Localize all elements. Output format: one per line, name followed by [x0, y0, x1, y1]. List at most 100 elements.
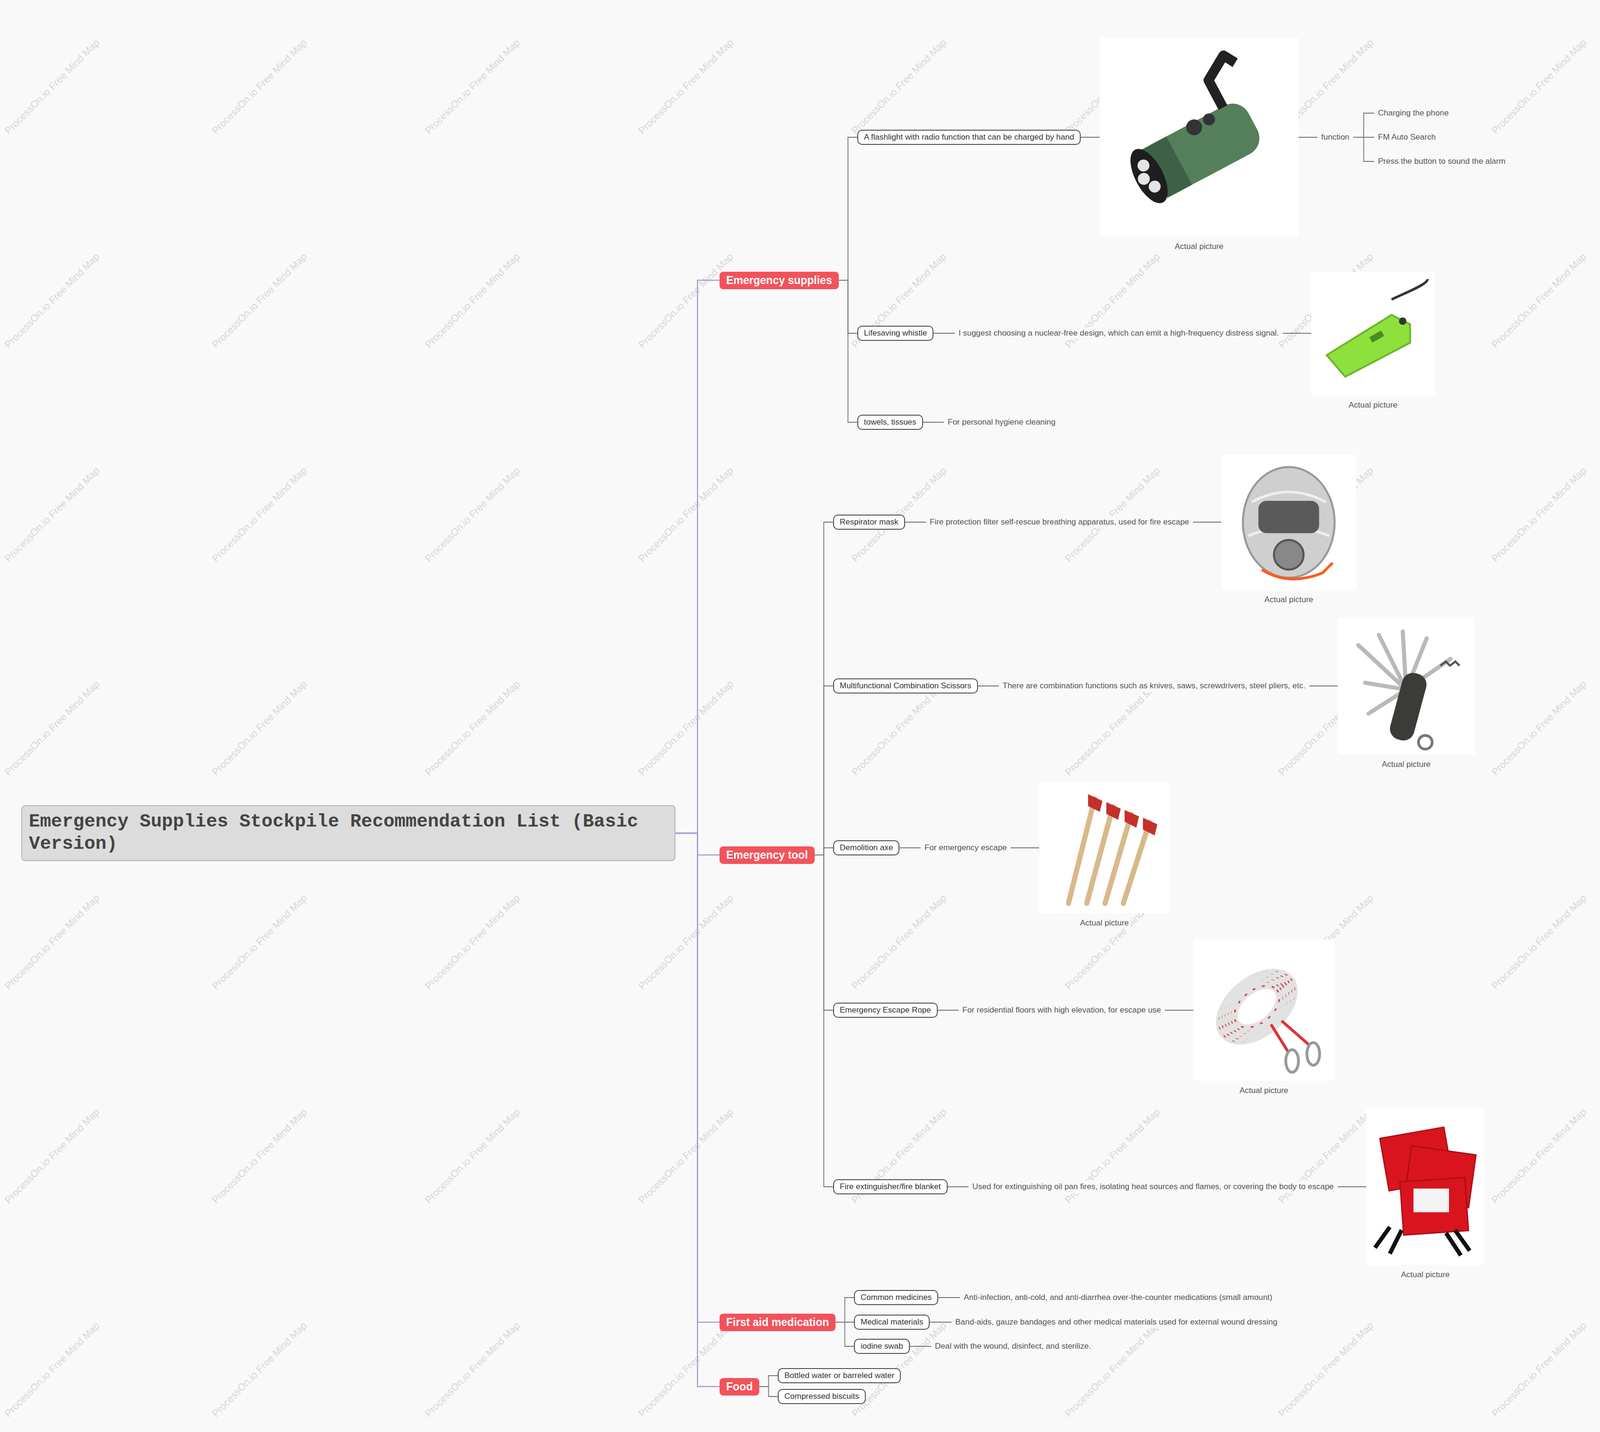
description-label: Charging the phone [1377, 107, 1449, 119]
image-node: Actual picture [1039, 782, 1170, 929]
connector [1080, 136, 1100, 138]
root-title: Emergency Supplies Stockpile Recommendat… [28, 810, 668, 856]
connector [814, 685, 834, 855]
fire-blanket-drawing [1375, 1127, 1476, 1256]
description-text: Used for extinguishing oil pan fires, is… [968, 1180, 1338, 1193]
connector [759, 1386, 778, 1397]
connector [905, 521, 926, 523]
subtopic-label: Multifunctional Combination Scissors [839, 680, 972, 692]
subtopic-label: towels, tissues [863, 417, 917, 428]
watermark: ProcessOn.io Free Mind Map [1062, 464, 1163, 565]
watermark: ProcessOn.io Free Mind Map [2, 36, 102, 137]
description-text: Charging the phone [1374, 106, 1453, 120]
connector [838, 137, 858, 281]
branch-label: First aid medication [726, 1315, 829, 1330]
connector [937, 1009, 959, 1011]
product-picture [1193, 939, 1335, 1081]
description-label: Fire protection filter self-rescue breat… [929, 516, 1190, 528]
description-text: For emergency escape [920, 841, 1011, 854]
product-picture [1039, 782, 1170, 914]
subtopic-box: Bottled water or barreled water [777, 1368, 901, 1384]
subtopic-box: Lifesaving whistle [857, 325, 934, 341]
watermark: ProcessOn.io Free Mind Map [636, 36, 736, 137]
watermark: ProcessOn.io Free Mind Map [209, 464, 310, 565]
watermark: ProcessOn.io Free Mind Map [422, 464, 523, 565]
description-text: For residential floors with high elevati… [958, 1004, 1165, 1017]
image-node: Actual picture [1311, 271, 1435, 411]
watermark: ProcessOn.io Free Mind Map [2, 1106, 102, 1206]
connector [835, 1322, 854, 1347]
watermark: ProcessOn.io Free Mind Map [1489, 250, 1589, 351]
subtopic-box: Multifunctional Combination Scissors [833, 678, 978, 694]
watermark: ProcessOn.io Free Mind Map [636, 892, 736, 992]
product-picture [1337, 617, 1475, 755]
description-label: Used for extinguishing oil pan fires, is… [972, 1181, 1334, 1192]
watermark: ProcessOn.io Free Mind Map [636, 250, 736, 351]
image-caption: Actual picture [1262, 594, 1316, 605]
connector [909, 1345, 932, 1347]
description-text: Band-aids, gauze bandages and other medi… [951, 1315, 1281, 1329]
connector [675, 280, 720, 834]
connector [1282, 332, 1312, 334]
description-label: Deal with the wound, disinfect, and ster… [934, 1341, 1092, 1352]
subtopic-box: towels, tissues [857, 414, 924, 430]
image-node: Actual picture [1221, 454, 1357, 605]
watermark: ProcessOn.io Free Mind Map [1489, 1319, 1589, 1420]
product-picture [1099, 37, 1299, 237]
subtopic-box: Fire extinguisher/fire blanket [833, 1179, 948, 1195]
connector [1010, 847, 1040, 849]
image-node: Actual picture [1193, 939, 1335, 1096]
description-label: FM Auto Search [1377, 132, 1436, 143]
watermark: ProcessOn.io Free Mind Map [209, 892, 310, 992]
image-node: Actual picture [1366, 1108, 1485, 1280]
connector [835, 1297, 854, 1323]
watermark: ProcessOn.io Free Mind Map [209, 250, 310, 351]
subtopic-box: A flashlight with radio function that ca… [857, 129, 1081, 145]
flashlight-drawing [1102, 52, 1278, 209]
connector [838, 280, 858, 423]
connector [933, 332, 955, 334]
description-text: Fire protection filter self-rescue breat… [925, 515, 1193, 529]
description-text: FM Auto Search [1374, 131, 1440, 144]
rope-drawing [1206, 958, 1320, 1073]
description-label: Band-aids, gauze bandages and other medi… [955, 1316, 1278, 1328]
watermark: ProcessOn.io Free Mind Map [209, 1319, 310, 1420]
watermark: ProcessOn.io Free Mind Map [422, 36, 523, 137]
image-caption: Actual picture [1399, 1269, 1452, 1280]
watermark: ProcessOn.io Free Mind Map [849, 36, 949, 137]
watermark: ProcessOn.io Free Mind Map [2, 678, 102, 778]
subtopic-label: Common medicines [860, 1292, 932, 1303]
description-text: I suggest choosing a nuclear-free design… [954, 327, 1283, 340]
watermark: ProcessOn.io Free Mind Map [1489, 464, 1589, 565]
subtopic-box: Emergency Escape Rope [833, 1002, 938, 1018]
description-label: I suggest choosing a nuclear-free design… [958, 328, 1280, 339]
connector [759, 1375, 778, 1387]
description-text: Anti-infection, anti-cold, and anti-diar… [960, 1291, 1277, 1304]
subtopic-box: Demolition axe [833, 840, 900, 856]
product-picture [1311, 271, 1435, 396]
branch-label: Food [726, 1379, 753, 1394]
subtopic-label: Medical materials [860, 1316, 924, 1328]
connector [1353, 137, 1375, 162]
watermark: ProcessOn.io Free Mind Map [636, 1106, 736, 1206]
product-picture [1366, 1108, 1485, 1265]
root-topic: Emergency Supplies Stockpile Recommendat… [21, 805, 676, 862]
subtopic-label: Fire extinguisher/fire blanket [839, 1181, 942, 1192]
subtopic-box: Medical materials [853, 1314, 930, 1330]
connector [899, 847, 921, 849]
watermark: ProcessOn.io Free Mind Map [1276, 1319, 1376, 1420]
branch-topic: First aid medication [719, 1313, 836, 1332]
description-label: For emergency escape [924, 842, 1007, 854]
watermark: ProcessOn.io Free Mind Map [1062, 1319, 1163, 1420]
description-label: For personal hygiene cleaning [947, 417, 1056, 428]
connector [947, 1186, 969, 1188]
watermark: ProcessOn.io Free Mind Map [209, 678, 310, 778]
subtopic-box: iodine swab [853, 1338, 910, 1354]
image-caption: Actual picture [1379, 759, 1433, 770]
multitool-drawing [1358, 631, 1460, 750]
image-node: Actual picture [1337, 617, 1475, 770]
watermark: ProcessOn.io Free Mind Map [1489, 678, 1589, 778]
description-label: function [1321, 132, 1350, 143]
watermark: ProcessOn.io Free Mind Map [2, 1319, 102, 1420]
